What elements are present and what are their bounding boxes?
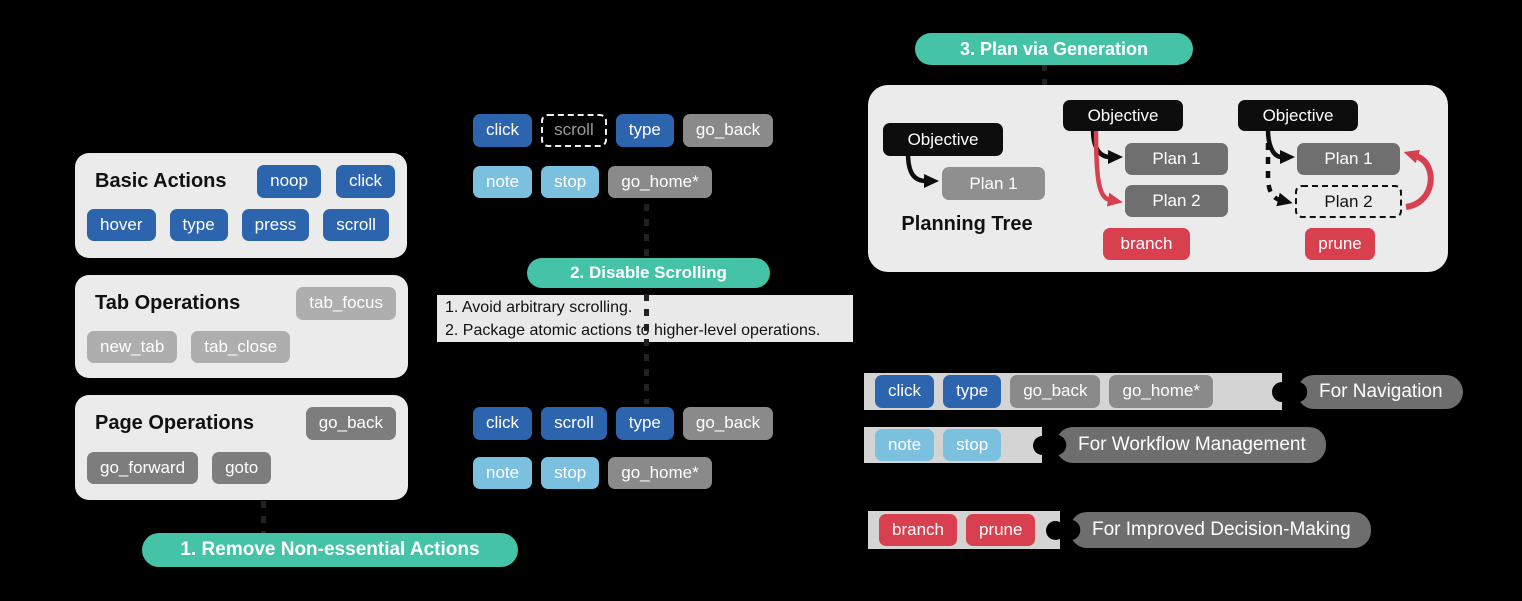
page-operations-box: Page Operations go_back go_forward goto bbox=[75, 395, 408, 500]
branch-tag: branch bbox=[1103, 228, 1190, 260]
planning-tree-label: Planning Tree bbox=[901, 213, 1033, 235]
chip-go-home: go_home* bbox=[1109, 375, 1213, 408]
chip-stop: stop bbox=[541, 165, 600, 199]
step1-badge: 1. Remove Non-essential Actions bbox=[142, 533, 518, 567]
workflow-caption-pill: For Workflow Management bbox=[1056, 427, 1326, 463]
decision-caption-pill: For Improved Decision-Making bbox=[1070, 512, 1371, 548]
chip-type: type bbox=[169, 208, 228, 242]
note-line-1: 1. Avoid arbitrary scrolling. bbox=[445, 299, 633, 316]
chip-type: type bbox=[615, 407, 674, 440]
chip-click: click bbox=[473, 114, 533, 147]
action-set-before: click scroll type go_back note stop go_h… bbox=[473, 407, 774, 490]
objective-node-1: Objective bbox=[883, 123, 1003, 156]
chip-go-back: go_back bbox=[682, 114, 774, 147]
prune-tag: prune bbox=[1305, 228, 1375, 260]
plan1-node-2: Plan 1 bbox=[1125, 143, 1228, 175]
chip-go-back: go_back bbox=[1010, 375, 1101, 408]
basic-actions-title: Basic Actions bbox=[95, 169, 227, 192]
connector-dot bbox=[1046, 521, 1065, 540]
note-line-2: 2. Package atomic actions to higher-leve… bbox=[445, 322, 821, 339]
connector-dash-middle bbox=[644, 204, 649, 404]
chip-scroll: scroll bbox=[541, 407, 607, 440]
chip-scroll: scroll bbox=[323, 208, 389, 242]
plan1-node-1: Plan 1 bbox=[942, 167, 1045, 200]
connector-dot bbox=[1033, 436, 1052, 455]
decision-chip-strip: branch prune bbox=[868, 511, 1060, 549]
chip-note: note bbox=[473, 165, 533, 199]
chip-type: type bbox=[615, 114, 674, 147]
chip-new-tab: new_tab bbox=[87, 330, 178, 364]
chip-noop: noop bbox=[257, 165, 321, 198]
action-set-after: click scroll type go_back note stop go_h… bbox=[473, 114, 774, 199]
connector-dash-right bbox=[1042, 64, 1047, 87]
connector-dash-left bbox=[261, 501, 266, 534]
chip-go-back: go_back bbox=[305, 407, 396, 440]
navigation-caption-pill: For Navigation bbox=[1297, 375, 1463, 409]
chip-click: click bbox=[335, 165, 395, 198]
plan2-node-pruned: Plan 2 bbox=[1295, 185, 1402, 218]
chip-click: click bbox=[473, 407, 533, 440]
plan1-node-3: Plan 1 bbox=[1297, 143, 1400, 175]
chip-goto: goto bbox=[212, 451, 272, 485]
tab-operations-title: Tab Operations bbox=[95, 291, 241, 314]
chip-stop: stop bbox=[943, 428, 1002, 462]
chip-press: press bbox=[241, 208, 310, 242]
tree-arrows bbox=[905, 129, 1434, 210]
chip-go-home: go_home* bbox=[608, 456, 712, 490]
chip-go-home: go_home* bbox=[608, 165, 712, 199]
chip-go-forward: go_forward bbox=[87, 451, 199, 485]
chip-stop: stop bbox=[541, 456, 600, 490]
plan2-node-2: Plan 2 bbox=[1125, 185, 1228, 217]
chip-type: type bbox=[943, 375, 1002, 408]
chip-tab-close: tab_close bbox=[191, 330, 291, 364]
chip-prune: prune bbox=[965, 513, 1036, 547]
objective-node-2: Objective bbox=[1063, 100, 1183, 131]
chip-note: note bbox=[473, 456, 533, 490]
objective-node-3: Objective bbox=[1238, 100, 1358, 131]
chip-branch: branch bbox=[879, 513, 957, 547]
planning-tree-panel: Objective Plan 1 Planning Tree Objective… bbox=[868, 85, 1448, 272]
chip-go-back: go_back bbox=[682, 407, 774, 440]
step2-badge: 2. Disable Scrolling bbox=[527, 258, 770, 288]
chip-click: click bbox=[875, 375, 935, 408]
step3-badge: 3. Plan via Generation bbox=[915, 33, 1193, 65]
tab-operations-box: Tab Operations tab_focus new_tab tab_clo… bbox=[75, 275, 408, 378]
chip-note: note bbox=[875, 428, 935, 462]
chip-scroll-disabled: scroll bbox=[541, 114, 607, 147]
chip-hover: hover bbox=[87, 208, 156, 242]
connector-dot bbox=[1272, 382, 1292, 402]
chip-tab-focus: tab_focus bbox=[296, 287, 396, 320]
navigation-chip-strip: click type go_back go_home* bbox=[864, 373, 1282, 410]
workflow-chip-strip: note stop bbox=[864, 427, 1042, 463]
page-operations-title: Page Operations bbox=[95, 411, 254, 434]
basic-actions-box: Basic Actions noop click hover type pres… bbox=[75, 153, 407, 258]
